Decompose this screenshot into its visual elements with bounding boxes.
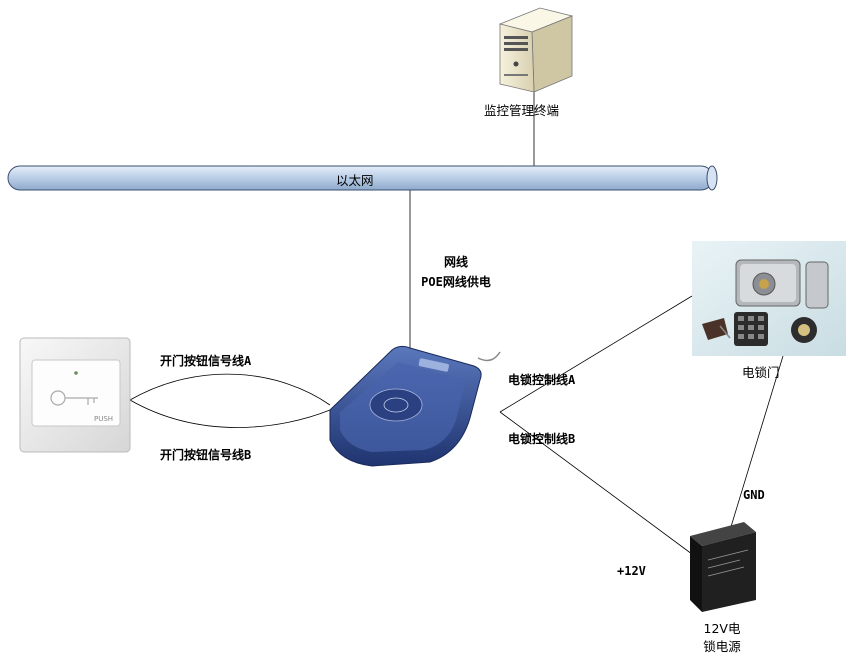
card-reader-icon	[329, 345, 501, 467]
server-icon	[498, 7, 574, 93]
lock-control-b-label: 电锁控制线B	[508, 432, 576, 446]
power-supply-label-line1: 12V电	[703, 621, 741, 636]
ethernet-label: 以太网	[336, 173, 374, 188]
server-label: 监控管理终端	[484, 103, 560, 118]
ethernet-bus	[7, 165, 718, 191]
network-cable-label-line2: POE网线供电	[421, 275, 491, 289]
button-signal-a-label: 开门按钮信号线A	[160, 354, 252, 368]
electric-lock-icon	[692, 241, 846, 356]
gnd-label: GND	[743, 488, 765, 502]
network-cable-label-line1: 网线	[443, 255, 468, 269]
lock-control-line-a	[499, 295, 693, 413]
power-supply-icon	[690, 522, 756, 612]
gnd-line	[729, 355, 784, 531]
door-lock-label: 电锁门	[742, 365, 780, 380]
power-supply-label-line2: 锁电源	[703, 639, 741, 654]
network-cable-label: 网线 POE网线供电	[406, 253, 506, 290]
push-label: PUSH	[94, 415, 114, 423]
lock-control-a-label: 电锁控制线A	[508, 373, 576, 387]
button-signal-line-b	[129, 399, 331, 428]
plus12v-label: +12V	[617, 564, 646, 578]
button-signal-line-a	[129, 373, 331, 406]
connection-lines	[129, 88, 784, 561]
push-button-panel-icon	[19, 337, 131, 453]
button-signal-b-label: 开门按钮信号线B	[160, 448, 252, 462]
lock-control-line-b	[499, 411, 701, 561]
power-supply-label: 12V电 锁电源	[690, 620, 754, 656]
